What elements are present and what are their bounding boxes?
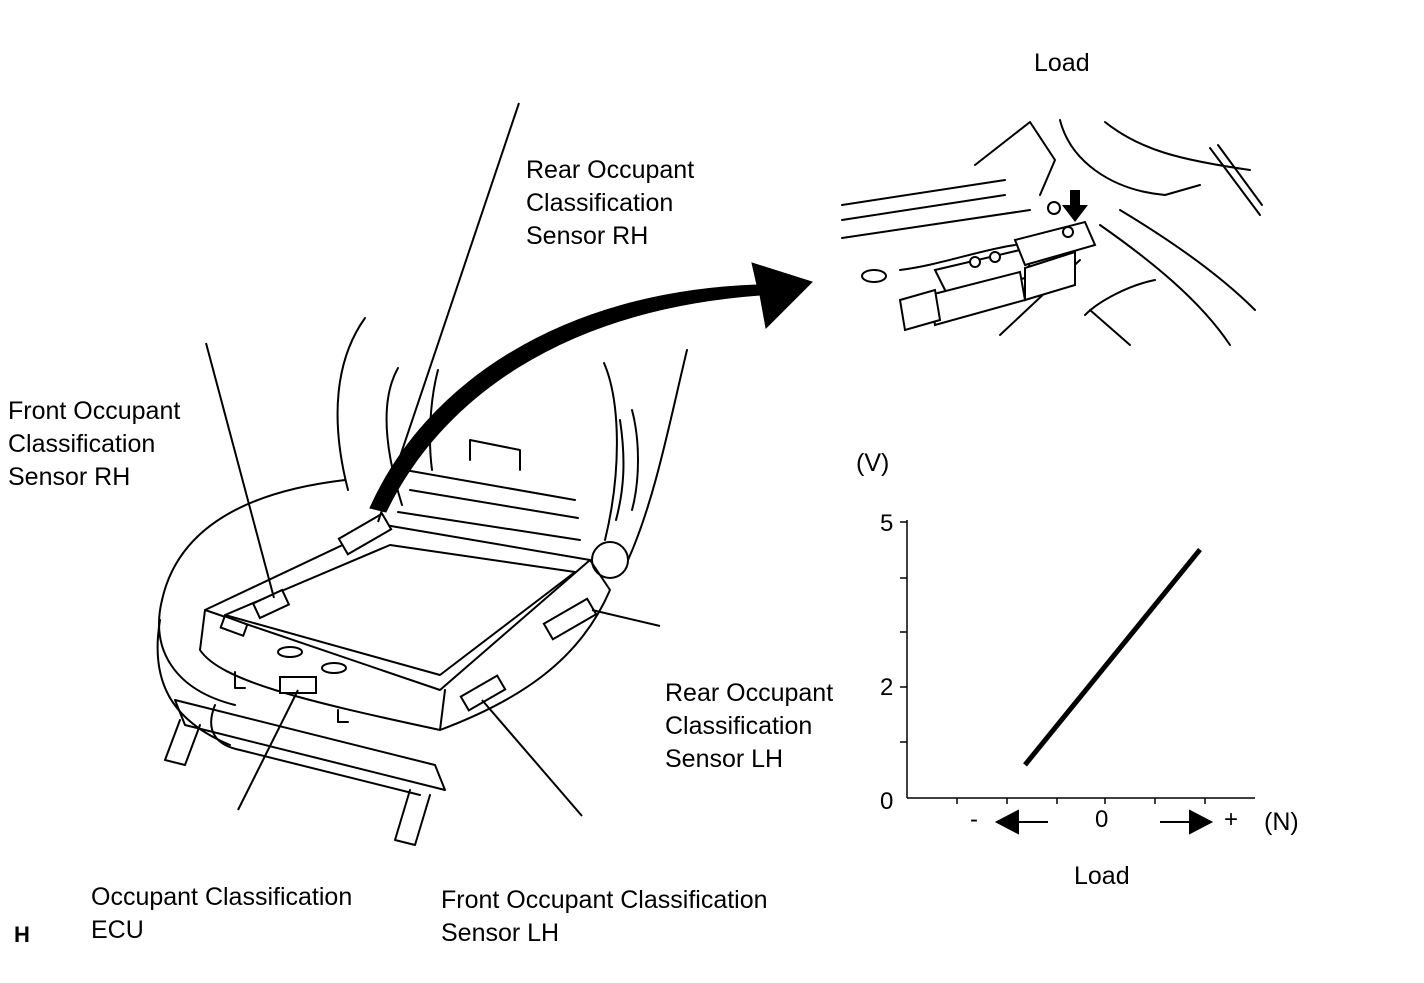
seat-frame-front <box>199 609 446 731</box>
detail-frame-curve <box>1104 121 1251 171</box>
detail-back-frame <box>1059 119 1201 196</box>
sensor-detail-view <box>841 119 1263 346</box>
frame-bracket <box>469 439 521 471</box>
leader-rear-lh <box>591 609 661 627</box>
seat-back-right-3 <box>631 409 639 511</box>
x-tick-label: - <box>970 806 978 833</box>
frame-springs <box>397 469 581 541</box>
cushion-bottom-left <box>156 619 231 746</box>
sensor-front-lh <box>459 674 507 712</box>
cushion-hole-2 <box>321 662 347 674</box>
recline-knob <box>591 541 629 579</box>
series-line <box>1023 548 1202 767</box>
y-tick-label: 0 <box>880 788 894 815</box>
sensor-front-rh <box>251 588 291 620</box>
seat-back-right-2 <box>627 349 688 561</box>
y-tick-label: 5 <box>880 510 894 537</box>
detail-rail-lines <box>841 179 1031 239</box>
detail-sensor <box>898 201 1097 332</box>
rail-leg-right <box>394 789 431 846</box>
leader-ecu <box>237 689 299 811</box>
detail-bolt-3 <box>1062 226 1074 238</box>
cushion-hole-1 <box>277 646 303 658</box>
detail-bolt-1 <box>969 256 981 268</box>
sensor-rear-rh <box>337 512 393 556</box>
seat-frame-inner <box>224 544 576 676</box>
y-tick-label: 2 <box>880 674 894 701</box>
detail-bracket-upper <box>974 121 1056 196</box>
seat-back-edge-left <box>336 317 366 491</box>
detail-nut <box>1047 201 1061 215</box>
detail-load-label: Load <box>1034 49 1090 77</box>
detail-tube-2 <box>1119 209 1256 311</box>
chart-series-layer <box>1023 548 1202 767</box>
seat-rail-left <box>174 699 446 791</box>
corner-mark: H <box>14 922 30 947</box>
detail-tube-1 <box>1099 224 1231 346</box>
seat-frame-right <box>439 559 611 731</box>
arrow-right-icon <box>1189 809 1214 835</box>
cushion-clip-2 <box>337 709 349 723</box>
chart-xlabel: Load <box>1074 862 1130 890</box>
detail-hole <box>861 269 887 283</box>
detail-edge <box>899 244 1016 271</box>
sensor-rear-lh <box>542 597 598 641</box>
cushion-left-contour <box>158 479 346 706</box>
x-tick-label: + <box>1224 806 1239 833</box>
frame-bracket-left <box>219 614 249 638</box>
detail-bolt-2 <box>989 251 1001 263</box>
detail-sensor-side <box>1024 250 1076 302</box>
x-tick-label: 0 <box>1095 806 1109 833</box>
chart-ylabel: (V) <box>856 449 890 477</box>
ecu-box <box>279 676 317 694</box>
seat-back-right-4 <box>615 419 625 521</box>
leader-front-rh <box>205 342 275 599</box>
detail-sensor-connector <box>898 288 942 332</box>
load-voltage-chart <box>900 520 1255 835</box>
detail-arrow-icon <box>369 262 813 513</box>
leader-front-lh <box>481 699 583 817</box>
seat-back-right-1 <box>603 362 618 541</box>
rail-leg-left <box>164 719 201 766</box>
seat-rail-lower <box>210 704 421 796</box>
detail-sensor-plate <box>1013 220 1097 267</box>
chart-x-unit: (N) <box>1264 808 1299 836</box>
arrow-left-icon <box>994 809 1019 835</box>
load-arrow-icon <box>1062 190 1088 222</box>
cushion-clip-1 <box>234 671 246 689</box>
detail-rod <box>1209 144 1263 216</box>
seat-illustration <box>156 102 1263 846</box>
